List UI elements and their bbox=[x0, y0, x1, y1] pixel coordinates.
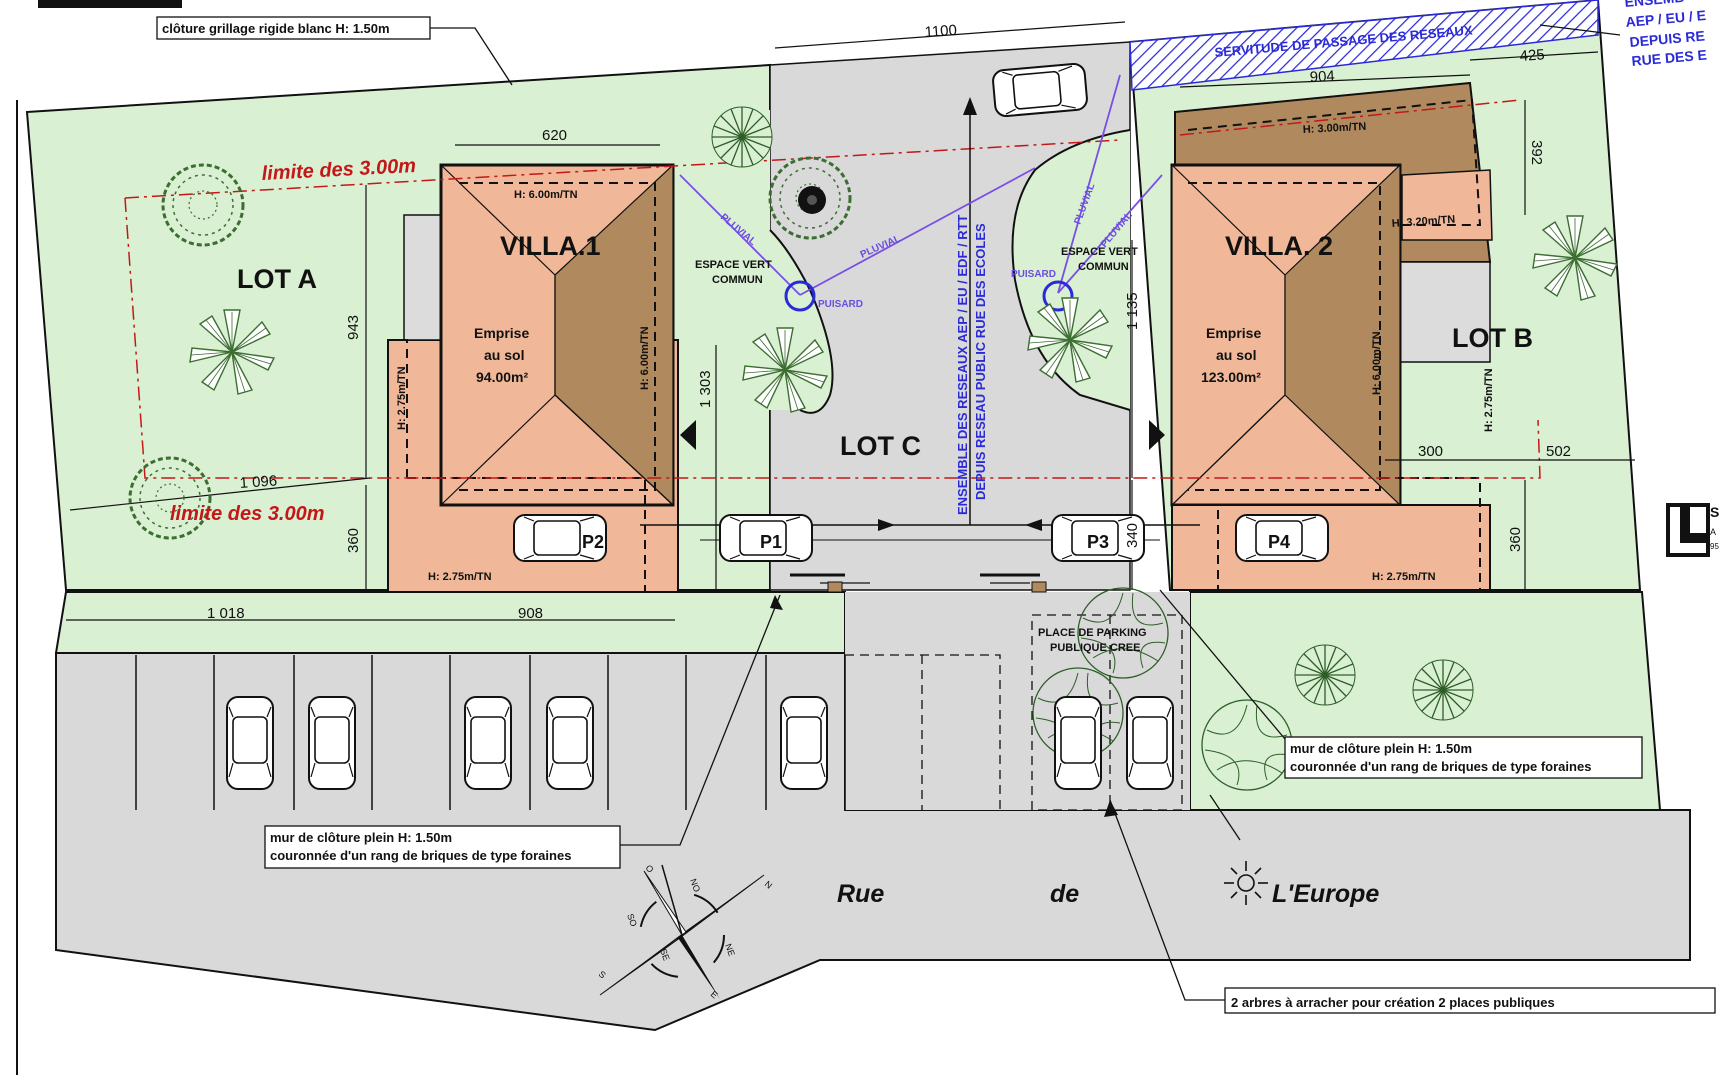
note-box-fence-top bbox=[156, 16, 431, 40]
servitude-strip bbox=[1129, 0, 1599, 91]
v2-emprise-l1: Emprise bbox=[1206, 325, 1261, 341]
v2-annex-height: H: 3.20m/TN bbox=[1391, 214, 1455, 230]
compass-so: SO bbox=[625, 912, 639, 928]
vegetation bbox=[128, 106, 1618, 791]
compass-se: SE bbox=[658, 947, 672, 962]
compass-e: E bbox=[709, 989, 720, 1001]
v1-emprise-l2: au sol bbox=[484, 347, 524, 363]
corner-network-l3: DEPUIS RE bbox=[1629, 27, 1706, 50]
sun-icon bbox=[1224, 861, 1268, 905]
green-left-l1: ESPACE VERT bbox=[695, 259, 772, 271]
v2-garage-right-height: H: 2.75m/TN bbox=[1483, 368, 1495, 432]
compass-rose-icon bbox=[599, 864, 765, 999]
v2-emprise-l2: au sol bbox=[1216, 347, 1256, 363]
v2-garage-bottom-height: H: 2.75m/TN bbox=[1372, 571, 1436, 583]
puisard-left-label: PUISARD bbox=[818, 299, 863, 310]
dim-1096: 1 096 bbox=[239, 472, 278, 492]
svg-text:95: 95 bbox=[1710, 542, 1719, 551]
v1-emprise-l3: 94.00m² bbox=[476, 369, 528, 385]
public-parking-bays bbox=[135, 655, 846, 810]
corner-network-l1: ENSEMB bbox=[1624, 0, 1685, 10]
dim-300: 300 bbox=[1418, 443, 1443, 460]
corner-network-l4: RUE DES E bbox=[1631, 46, 1708, 69]
dim-904: 904 bbox=[1309, 68, 1335, 86]
leader-lines bbox=[430, 24, 1621, 1001]
setback-limit-lines bbox=[124, 99, 1541, 479]
network-vertical-l1: ENSEMBLE DES RESEAUX AEP / EU / EDF / RT… bbox=[955, 214, 970, 515]
v1-roof-height: H: 6.00m/TN bbox=[514, 189, 578, 201]
parking-p2: P2 bbox=[582, 532, 604, 552]
v1-garage-left-height: H: 2.75m/TN bbox=[396, 366, 408, 430]
puisard-right-label: PUISARD bbox=[1011, 269, 1056, 280]
villa-2-title: VILLA. 2 bbox=[1225, 231, 1333, 261]
compass-n: N bbox=[763, 879, 774, 891]
dim-943: 943 bbox=[345, 315, 362, 340]
parking-p3: P3 bbox=[1087, 532, 1109, 552]
street-word-de: de bbox=[1050, 880, 1079, 908]
green-left-l2: COMMUN bbox=[712, 274, 763, 286]
green-right-l1: ESPACE VERT bbox=[1061, 246, 1138, 258]
puisard-left-icon bbox=[784, 280, 816, 312]
lot-c-title: LOT C bbox=[840, 431, 921, 461]
note-wall-right-l1: mur de clôture plein H: 1.50m bbox=[1290, 741, 1472, 756]
v2-side-height: H: 6.00m/TN bbox=[1371, 331, 1383, 395]
compass-ne: NE bbox=[723, 942, 737, 957]
dim-1100: 1100 bbox=[924, 22, 957, 41]
villa-1-building bbox=[387, 163, 679, 593]
lot-b-title: LOT B bbox=[1452, 323, 1533, 353]
dim-908: 908 bbox=[518, 605, 543, 622]
villa-2-building bbox=[1170, 81, 1493, 591]
note-box-wall-right bbox=[1284, 736, 1643, 779]
green-right-l2: COMMUN bbox=[1078, 261, 1129, 273]
lot-a-title: LOT A bbox=[237, 264, 317, 294]
limit-bottom-label: limite des 3.00m bbox=[170, 503, 325, 525]
note-wall-left-l1: mur de clôture plein H: 1.50m bbox=[270, 830, 452, 845]
note-box-wall-left bbox=[264, 825, 621, 869]
compass-s: S bbox=[597, 969, 608, 981]
dim-1135: 1 135 bbox=[1124, 292, 1141, 330]
header-black-bar bbox=[38, 0, 182, 8]
dim-360-left: 360 bbox=[345, 528, 362, 553]
dim-502: 502 bbox=[1546, 443, 1571, 460]
note-wall-left-l2: couronnée d'un rang de briques de type f… bbox=[270, 848, 571, 863]
v1-emprise-l1: Emprise bbox=[474, 325, 529, 341]
v2-emprise-l3: 123.00m² bbox=[1201, 369, 1261, 385]
v2-top-height: H: 3.00m/TN bbox=[1303, 121, 1367, 136]
parking-p1: P1 bbox=[760, 532, 782, 552]
sidewalk-green-left bbox=[54, 591, 846, 654]
pluvial-network bbox=[679, 74, 1163, 296]
svg-text:S: S bbox=[1710, 504, 1719, 520]
villa-1-title: VILLA.1 bbox=[500, 231, 601, 261]
note-wall-right-l2: couronnée d'un rang de briques de type f… bbox=[1290, 759, 1591, 774]
v1-side-height: H: 6.00m/TN bbox=[639, 326, 651, 390]
dim-340: 340 bbox=[1124, 523, 1141, 548]
network-vertical-l2: DEPUIS RESEAU PUBLIC RUE DES ECOLES bbox=[973, 223, 988, 500]
compass-no: NO bbox=[688, 877, 702, 893]
puisard-right-icon bbox=[1042, 280, 1074, 312]
note-trees: 2 arbres à arracher pour création 2 plac… bbox=[1231, 995, 1555, 1010]
architect-stamp-logo: S A 95 bbox=[1666, 503, 1719, 557]
dim-425: 425 bbox=[1519, 46, 1545, 65]
dim-1303: 1 303 bbox=[697, 370, 714, 408]
parking-p4: P4 bbox=[1268, 532, 1290, 552]
svg-text:A: A bbox=[1710, 527, 1716, 537]
dim-392: 392 bbox=[1528, 140, 1545, 165]
dim-1018: 1 018 bbox=[207, 605, 245, 622]
note-box-trees bbox=[1224, 987, 1716, 1014]
compass-o: O bbox=[643, 863, 655, 875]
dim-360-right: 360 bbox=[1507, 527, 1524, 552]
public-parking-l1: PLACE DE PARKING bbox=[1038, 627, 1147, 639]
note-fence-top: clôture grillage rigide blanc H: 1.50m bbox=[162, 21, 390, 36]
public-parking-l2: PUBLIQUE CREE bbox=[1050, 642, 1140, 654]
street-word-rue: Rue bbox=[837, 880, 884, 908]
green-espace-commun-left bbox=[690, 110, 833, 413]
corner-network-l2: AEP / EU / E bbox=[1625, 7, 1707, 30]
v1-garage-bottom-height: H: 2.75m/TN bbox=[428, 571, 492, 583]
dimension-lines bbox=[66, 21, 1635, 621]
street-word-europe: L'Europe bbox=[1272, 880, 1379, 908]
dim-620: 620 bbox=[542, 127, 567, 144]
